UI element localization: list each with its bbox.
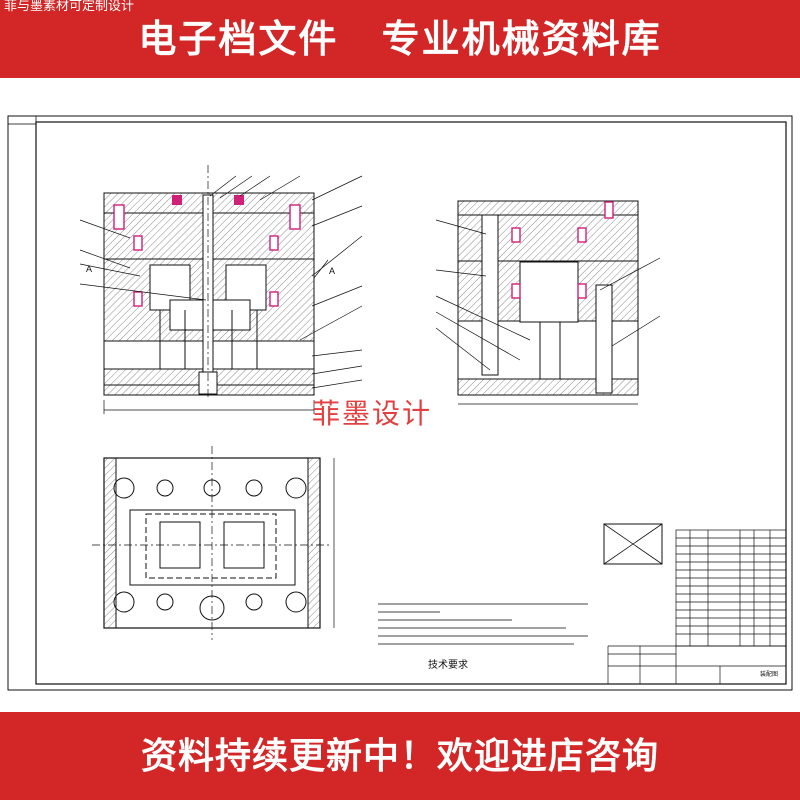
brand-watermark: 菲墨设计 bbox=[312, 397, 433, 430]
title-block-name: 装配图 bbox=[760, 670, 778, 678]
top-banner: 菲与墨素材可定制设计 电子档文件 专业机械资料库 bbox=[0, 0, 800, 78]
guide-pillar bbox=[481, 214, 499, 376]
corner-watermark: 菲与墨素材可定制设计 bbox=[4, 0, 135, 14]
core-right bbox=[519, 261, 579, 323]
parts-list-table bbox=[607, 529, 787, 685]
inner-frame bbox=[35, 121, 787, 685]
empty-box-symbol bbox=[603, 523, 663, 565]
frame-tag-box bbox=[7, 115, 37, 125]
leader-lines bbox=[79, 175, 363, 389]
bottom-banner-title: 资料持续更新中！欢迎进店咨询 bbox=[140, 736, 659, 777]
screw-sprue-left bbox=[172, 195, 182, 205]
outer-frame bbox=[7, 115, 793, 691]
plan-view bbox=[92, 446, 335, 640]
section-label-right: A bbox=[329, 266, 335, 276]
screw-right-top bbox=[289, 204, 301, 230]
section-label-left: A bbox=[86, 264, 92, 274]
tech-requirements-lines bbox=[378, 603, 588, 645]
mold-assembly-drawing: A A bbox=[7, 115, 793, 691]
drawing-sheet: A A bbox=[0, 78, 800, 712]
screw-left-top bbox=[113, 204, 125, 230]
screw-sprue-right bbox=[234, 195, 244, 205]
top-banner-title: 电子档文件 专业机械资料库 bbox=[138, 17, 662, 61]
bottom-banner: 资料持续更新中！欢迎进店咨询 bbox=[0, 712, 800, 800]
left-section-view: A A bbox=[79, 165, 363, 414]
tech-requirements-title: 技术要求 bbox=[428, 660, 468, 671]
right-section-view bbox=[435, 200, 661, 405]
return-pin bbox=[595, 284, 613, 394]
